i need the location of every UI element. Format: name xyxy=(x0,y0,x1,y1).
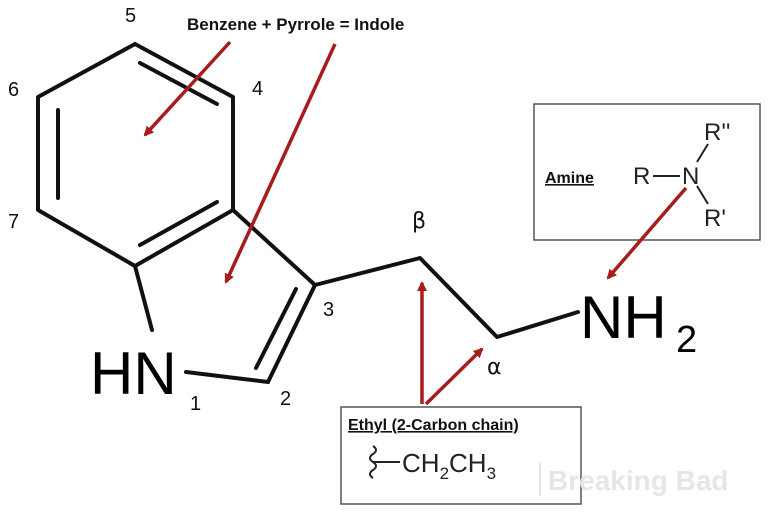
beta-label: β xyxy=(412,209,426,234)
ring-number-6: 6 xyxy=(8,79,19,101)
ring-number-4: 4 xyxy=(252,78,263,100)
ring-number-5: 5 xyxy=(125,5,136,27)
amine-n-rp-bond xyxy=(696,185,709,205)
nh2-label: NH xyxy=(580,284,667,351)
ethyl-box: Ethyl (2-Carbon chain) CH2CH3 xyxy=(340,406,582,505)
arrow-to-pyrrole xyxy=(224,43,337,284)
benzene-inner-bond-bottom xyxy=(138,200,219,247)
arrow-to-benzene xyxy=(143,40,232,137)
ring-number-2: 2 xyxy=(280,388,291,410)
ring-number-3: 3 xyxy=(323,299,334,321)
ethyl-chain xyxy=(313,256,580,339)
ethyl-box-label: Ethyl (2-Carbon chain) xyxy=(348,417,519,434)
amine-r-label: R xyxy=(633,163,650,190)
alpha-label: α xyxy=(487,355,502,380)
ring-number-1: 1 xyxy=(190,393,201,415)
amine-r-prime-label: R' xyxy=(704,205,726,232)
amine-n-rpp-bond xyxy=(696,143,709,163)
arrow-to-amine xyxy=(606,186,688,280)
benzene-ring xyxy=(36,42,235,268)
ring-number-7: 7 xyxy=(8,211,19,233)
amine-r-double-prime-label: R'' xyxy=(704,119,731,146)
amine-box-label: Amine xyxy=(545,170,594,187)
nh2-subscript: 2 xyxy=(676,319,697,361)
watermark-text: Breaking Bad xyxy=(548,465,729,496)
annotation-arrows xyxy=(143,40,688,406)
amine-box: Amine R N R'' R' xyxy=(533,103,761,241)
pyrrole-ring xyxy=(133,208,317,384)
pyrrole-inner-bond xyxy=(254,287,298,370)
arrow-to-alpha xyxy=(424,347,484,406)
benzene-inner-bond-top xyxy=(138,61,219,106)
ethyl-formula: CH2CH3 xyxy=(402,448,496,483)
amine-n-label: N xyxy=(682,163,699,190)
hn-label: HN xyxy=(90,340,177,407)
diagram-title: Benzene + Pyrrole = Indole xyxy=(187,15,404,34)
